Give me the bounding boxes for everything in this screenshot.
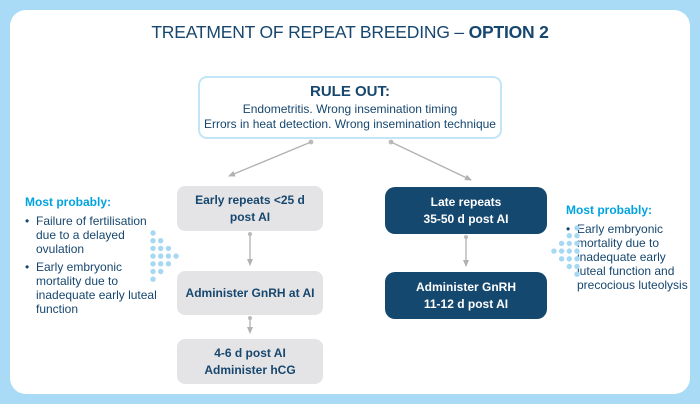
flow-box-line: Early repeats <25 d <box>195 193 305 208</box>
flow-box-line: post AI <box>229 209 271 224</box>
dot <box>566 240 572 247</box>
note-bullet: Early embryonic mortality due to inadequ… <box>25 260 167 316</box>
dot <box>558 240 565 247</box>
dot <box>150 261 156 267</box>
dot <box>158 261 164 267</box>
dot <box>574 233 580 239</box>
page-title: TREATMENT OF REPEAT BREEDING – OPTION 2 <box>0 22 700 43</box>
infographic-canvas <box>10 10 690 394</box>
dot <box>150 253 156 259</box>
page-title-prefix: TREATMENT OF REPEAT BREEDING – <box>151 22 469 42</box>
dot <box>574 248 580 254</box>
left-note-list: Failure of fertilisation due to a delaye… <box>25 214 167 316</box>
dotted-arrow-left-icon <box>551 225 580 277</box>
rule-out-line-1: Endometritis. Wrong insemination timing <box>242 101 458 116</box>
dot <box>574 256 580 262</box>
dot <box>165 261 172 267</box>
flow-box-label: 4-6 d post AI Administer hCG <box>204 345 295 377</box>
flow-box-line: Administer hCG <box>204 362 296 377</box>
dot <box>558 256 565 262</box>
dot <box>558 248 565 254</box>
dot <box>150 230 156 236</box>
flow-box-label: Early repeats <25 d post AI <box>195 192 305 224</box>
flow-box-label: Late repeats 35-50 d post AI <box>424 194 509 226</box>
dot <box>173 253 179 259</box>
flow-box-administer-hcg: 4-6 d post AI Administer hCG <box>177 339 323 384</box>
flow-box-administer-gnrh-at-ai: Administer GnRH at AI <box>177 271 323 315</box>
dot <box>566 248 572 254</box>
left-note-heading: Most probably: <box>25 195 111 209</box>
dot <box>566 256 572 262</box>
dot <box>150 245 156 252</box>
right-note-list: Early embryonic mortality due to inadequ… <box>566 222 694 292</box>
flow-box-line: 4-6 d post AI <box>214 346 286 361</box>
right-note: Most probably: Early embryonic mortality… <box>566 203 694 296</box>
rule-out-line-2: Errors in heat detection. Wrong insemina… <box>204 117 496 132</box>
dot <box>574 225 580 231</box>
flow-box-line: 35-50 d post AI <box>423 211 509 226</box>
dot <box>165 253 172 259</box>
dot <box>158 245 164 252</box>
dot <box>574 240 580 247</box>
rule-out-heading: RULE OUT: <box>310 83 390 100</box>
left-note: Most probably: Failure of fertilisation … <box>25 195 167 320</box>
dot <box>165 245 172 252</box>
dot <box>158 253 164 259</box>
right-note-heading: Most probably: <box>566 203 652 217</box>
dotted-arrow-right-icon <box>150 230 179 282</box>
note-bullet: Failure of fertilisation due to a delaye… <box>25 214 167 256</box>
dot <box>150 238 156 244</box>
dot <box>566 233 572 239</box>
dot <box>150 268 156 275</box>
dot <box>158 238 164 244</box>
flow-box-label: Administer GnRH 11-12 d post AI <box>416 279 516 311</box>
dot <box>158 268 164 275</box>
flow-box-line: Late repeats <box>430 195 502 210</box>
flow-box-line: Administer GnRH <box>415 280 516 295</box>
flow-box-label: Administer GnRH at AI <box>185 285 315 300</box>
page-title-emphasis: OPTION 2 <box>468 22 549 42</box>
rule-out-box: RULE OUT: Endometritis. Wrong inseminati… <box>198 76 502 139</box>
flow-box-early-repeats: Early repeats <25 d post AI <box>177 186 323 231</box>
note-bullet: Early embryonic mortality due to inadequ… <box>566 222 694 292</box>
flow-box-line: 11-12 d post AI <box>423 296 509 311</box>
dot <box>574 263 580 270</box>
dot <box>551 248 557 254</box>
dot <box>574 271 580 277</box>
dot <box>150 276 156 282</box>
flow-box-late-repeats: Late repeats 35-50 d post AI <box>385 187 547 234</box>
dot <box>566 263 572 270</box>
flow-box-administer-gnrh-11-12: Administer GnRH 11-12 d post AI <box>385 272 547 319</box>
